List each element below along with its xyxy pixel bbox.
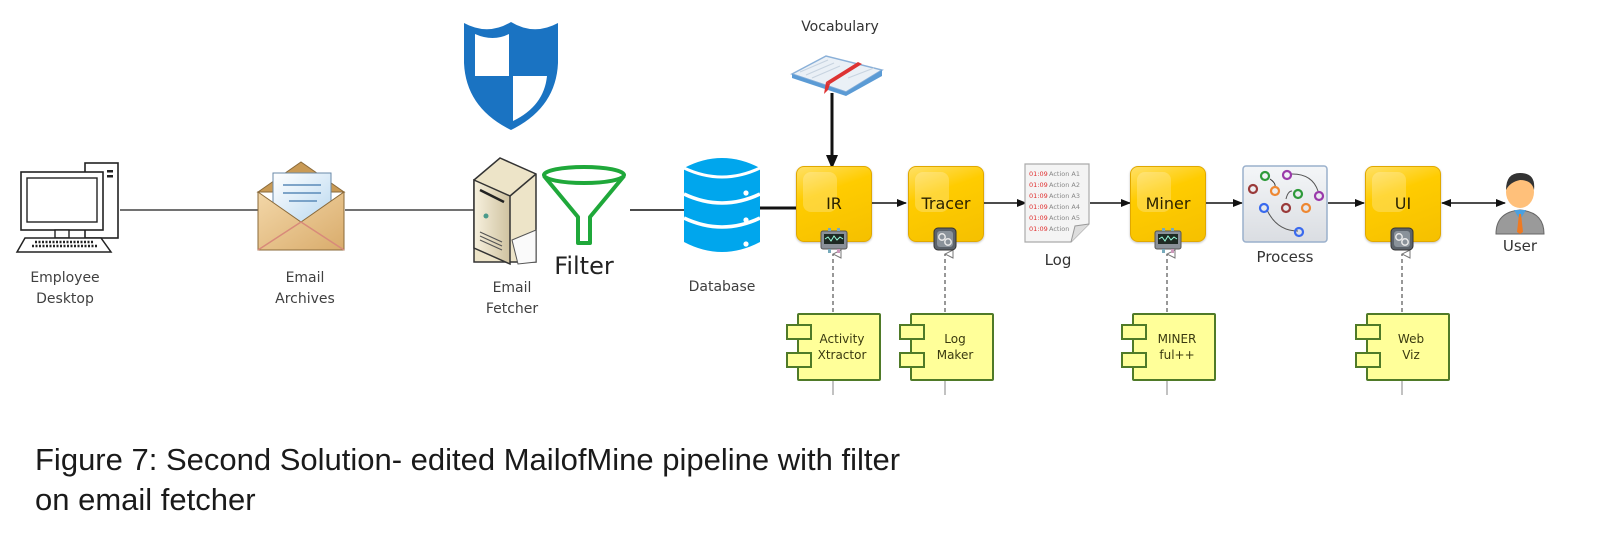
monitor-device-icon [820,228,848,253]
component-minerful: MINER ful++ [1121,313,1216,381]
component-port [1121,352,1147,368]
vocabulary-label: Vocabulary [801,19,879,35]
filter-label: Filter [554,252,614,280]
ui-label: UI [1394,194,1412,213]
component-label: Activity Xtractor [817,332,867,362]
mail-server-icon [473,157,537,266]
process-graph-icon [1242,165,1328,243]
component-port [786,324,812,340]
tracer-label: Tracer [921,194,971,213]
component-label: Web Viz [1397,332,1425,362]
miner-box: Miner [1130,166,1206,242]
log-line-text: Action [1049,225,1069,233]
ir-label: IR [826,194,842,213]
user-label: User [1502,237,1538,255]
log-line-time: 01:09 [1029,203,1048,211]
log-line-time: 01:09 [1029,214,1048,222]
funnel-icon [542,165,626,245]
log-line-text: Action A4 [1049,203,1080,211]
gears-icon [933,227,957,251]
monitor-device-icon [1154,228,1182,253]
security-shield-icon [464,22,558,130]
component-port [1355,352,1381,368]
log-line-time: 01:09 [1029,170,1048,178]
component-port [1355,324,1381,340]
log-line-text: Action A5 [1049,214,1080,222]
component-port [786,352,812,368]
component-port [1121,324,1147,340]
component-web-viz: Web Viz [1355,313,1450,381]
gears-icon [1390,227,1414,251]
email-fetcher-label: Email Fetcher [485,280,539,317]
log-line-text: Action A2 [1049,181,1080,189]
component-label: MINER ful++ [1157,332,1197,362]
database-label: Database [688,279,756,295]
component-log-maker: Log Maker [899,313,994,381]
figure-caption: Figure 7: Second Solution- edited Mailof… [35,442,901,517]
miner-label: Miner [1145,194,1191,213]
component-port [899,324,925,340]
component-label: Log Maker [936,332,974,362]
open-envelope-icon [256,161,346,251]
employee-desktop-label: Employee Desktop [30,270,100,307]
log-label: Log [1044,251,1072,269]
log-line-text: Action A1 [1049,170,1080,178]
process-label: Process [1256,248,1314,266]
component-activity-xtractor: Activity Xtractor [786,313,881,381]
log-line-text: Action A3 [1049,192,1080,200]
component-port [899,352,925,368]
user-avatar-icon [1495,173,1545,235]
log-line-time: 01:09 [1029,192,1048,200]
pipeline-diagram: Employee Desktop Email Archives Email Fe… [15,19,1545,395]
ir-box: IR [796,166,872,242]
database-icon [683,158,761,252]
log-line-time: 01:09 [1029,181,1048,189]
open-book-icon [790,55,884,96]
log-line-time: 01:09 [1029,225,1048,233]
desktop-computer-icon [15,162,119,253]
email-archives-label: Email Archives [275,270,335,307]
